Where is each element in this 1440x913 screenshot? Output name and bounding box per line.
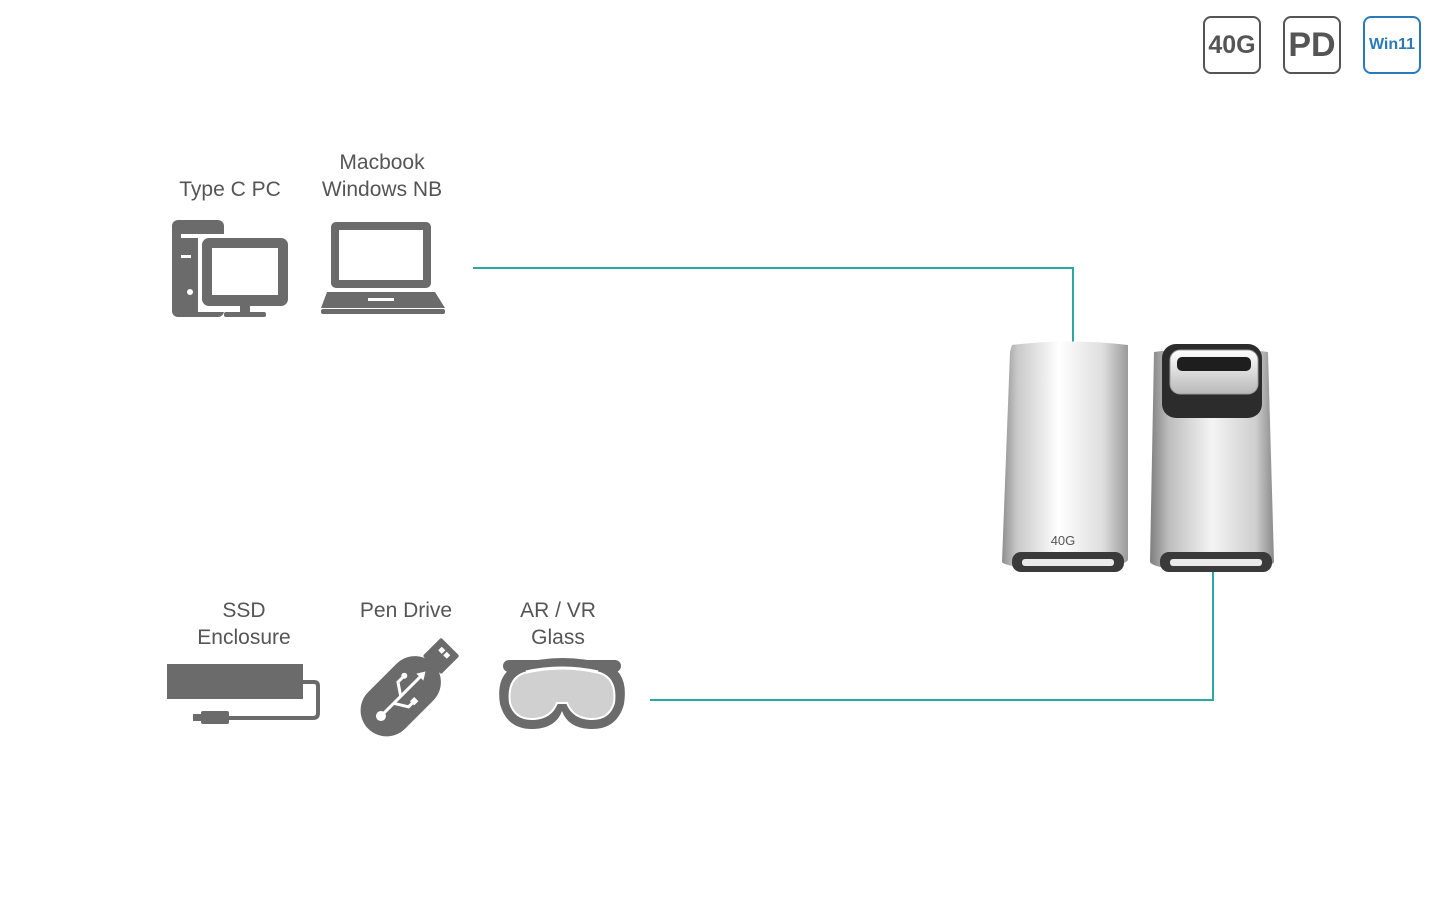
- label-ar-vr-glass: AR / VR Glass: [520, 599, 596, 649]
- vr-headset-icon: [499, 658, 625, 730]
- badge-40g: 40G: [1203, 16, 1261, 74]
- ssd-enclosure-icon: [167, 664, 320, 724]
- usb-drive-icon: [360, 638, 459, 737]
- label-type-c-pc: Type C PC: [179, 178, 281, 201]
- adapter-engraving: 40G: [1051, 533, 1076, 548]
- laptop-icon: [321, 222, 445, 314]
- device-connection-line: [650, 570, 1214, 701]
- badge-40g-label: 40G: [1208, 30, 1256, 59]
- badge-win11-label: Win11: [1368, 36, 1416, 53]
- badge-pd: PD: [1283, 16, 1341, 74]
- badge-pd-label: PD: [1288, 25, 1336, 64]
- badge-win11: Win11: [1363, 16, 1421, 74]
- adapter-right: [1150, 344, 1274, 572]
- label-ssd-enclosure: SSD Enclosure: [197, 599, 291, 649]
- adapter-left: 40G: [1002, 341, 1128, 572]
- desktop-pc-icon: [172, 220, 294, 317]
- host-connection-line: [473, 267, 1074, 358]
- label-macbook-windows-nb: Macbook Windows NB: [321, 151, 443, 201]
- label-pen-drive: Pen Drive: [359, 599, 453, 622]
